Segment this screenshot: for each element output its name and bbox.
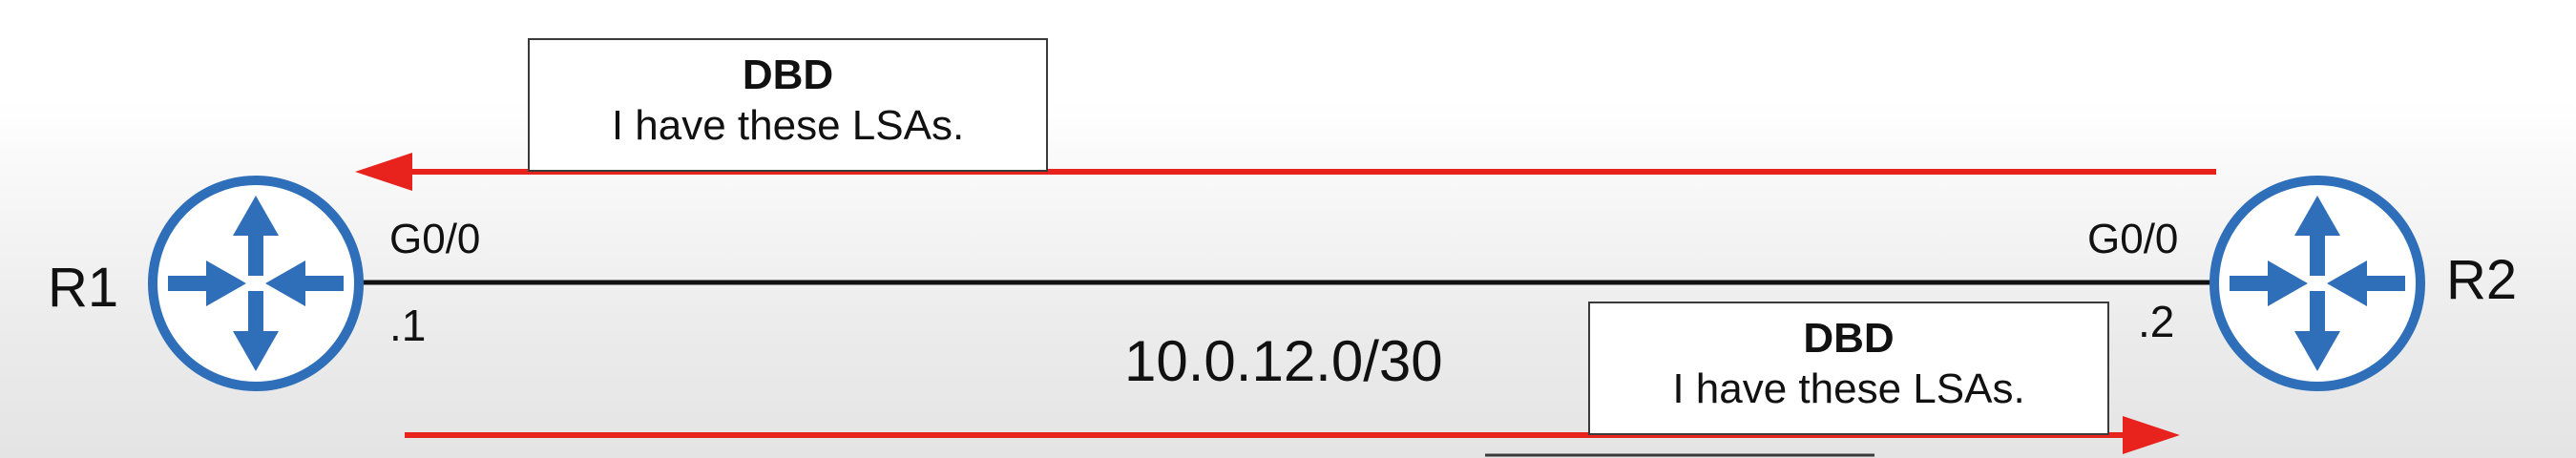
message-title: DBD (742, 52, 834, 98)
dbd-arrow-r1-to-r2 (405, 416, 2180, 454)
r1-interface-label: G0/0 (389, 216, 481, 262)
r2-address-label: .2 (2138, 297, 2175, 346)
r1-address-label: .1 (389, 301, 427, 350)
router-icon (2209, 176, 2425, 391)
message-text: I have these LSAs. (1672, 365, 2025, 412)
router-r1-label: R1 (48, 257, 119, 319)
router-icon (148, 176, 364, 391)
message-title: DBD (1803, 315, 1895, 362)
dbd-message-box-r1: DBD I have these LSAs. (1588, 302, 2109, 435)
r2-interface-label: G0/0 (2087, 216, 2179, 262)
dbd-message-box-r2: DBD I have these LSAs. (528, 38, 1048, 172)
message-text: I have these LSAs. (611, 102, 965, 149)
dbd-arrow-r2-to-r1 (355, 153, 2216, 191)
subnet-label: 10.0.12.0/30 (1124, 329, 1443, 393)
router-r2-label: R2 (2446, 249, 2518, 311)
